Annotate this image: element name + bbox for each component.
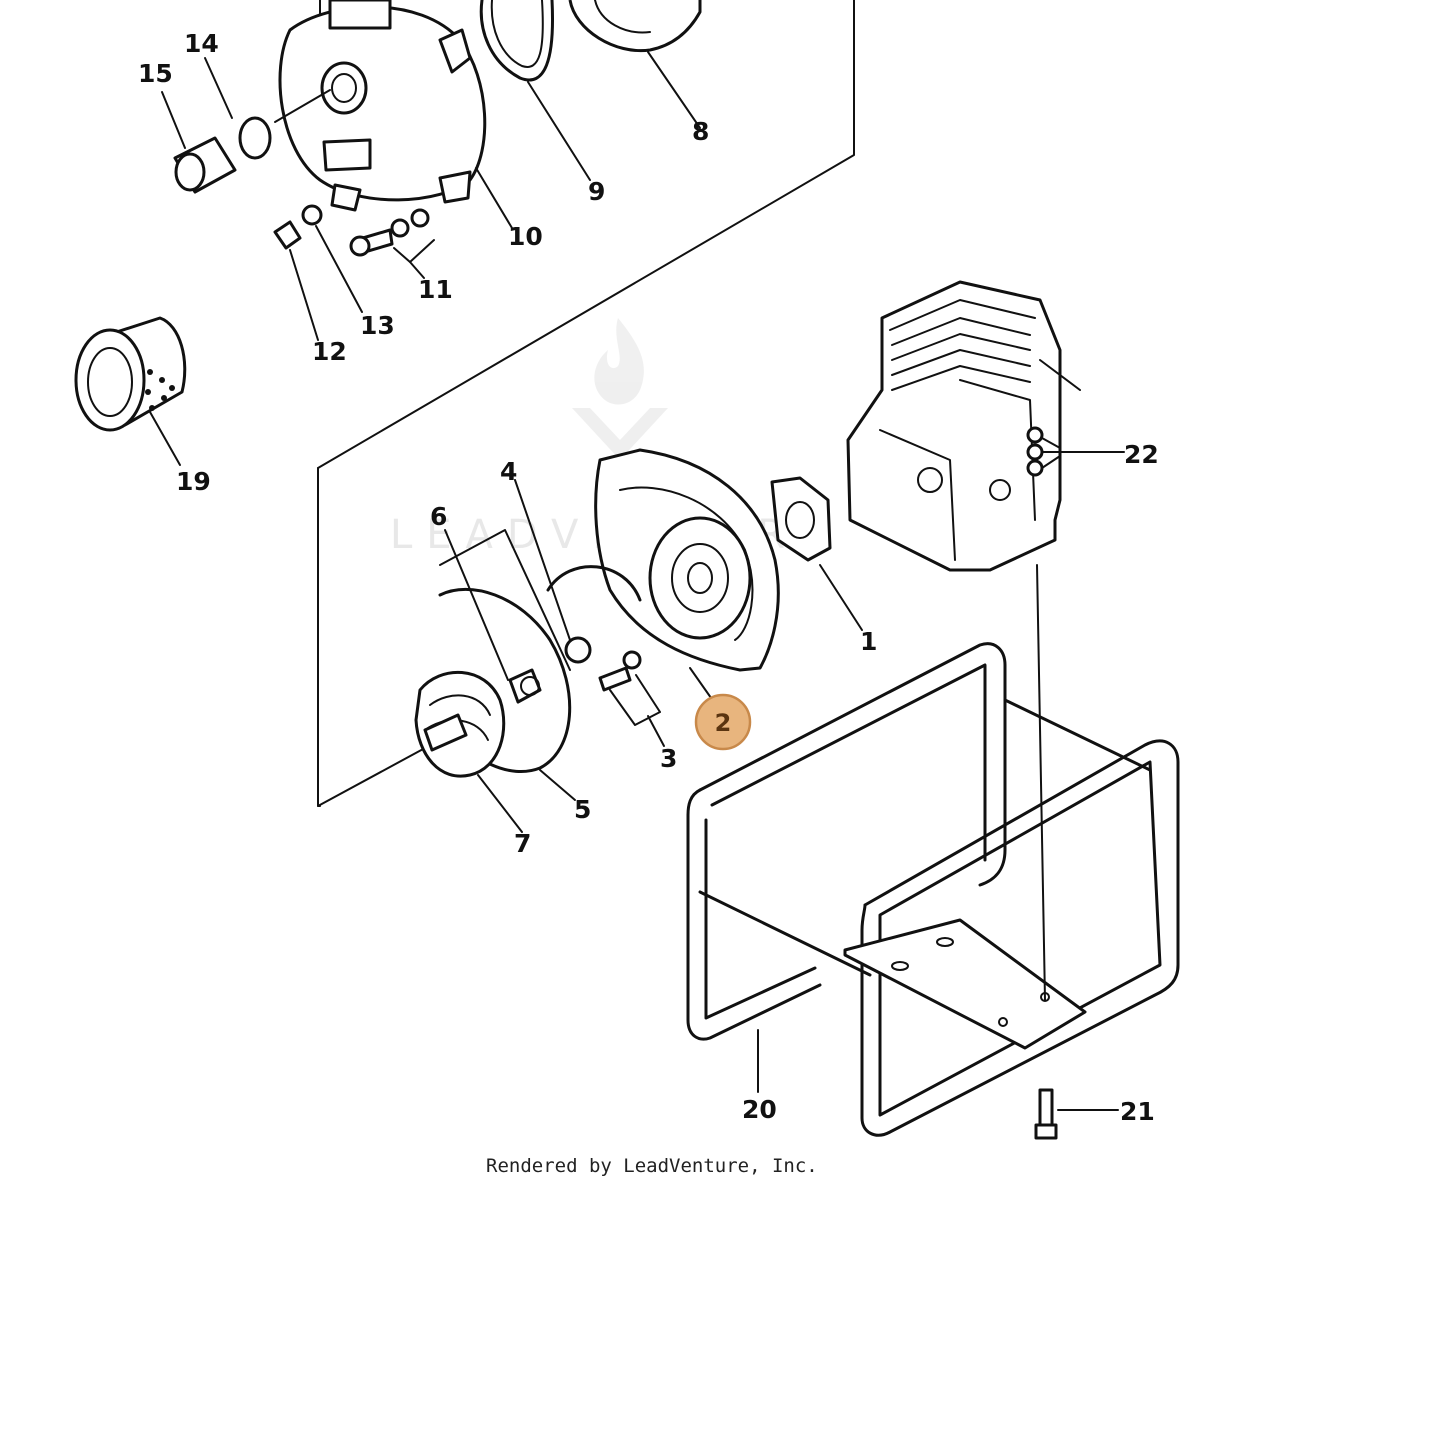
part-5-large-o-ring <box>438 587 576 801</box>
part-20-frame <box>686 642 1180 1137</box>
render-credit: Rendered by LeadVenture, Inc. <box>486 1155 818 1177</box>
watermark-flame-icon <box>594 318 644 405</box>
callout-8[interactable]: 8 <box>692 117 709 146</box>
part-6-seal <box>439 529 571 704</box>
callout-12[interactable]: 12 <box>312 337 347 366</box>
callout-2[interactable]: 2 <box>715 709 732 737</box>
callout-4[interactable]: 4 <box>500 457 517 486</box>
part-3-bolt <box>598 650 665 747</box>
callout-11[interactable]: 11 <box>418 275 453 304</box>
callout-3[interactable]: 3 <box>660 744 677 773</box>
part-12-nut <box>273 220 319 341</box>
part-9-belt <box>479 0 591 181</box>
callout-22[interactable]: 22 <box>1124 440 1159 469</box>
part-22-engine <box>846 280 1125 572</box>
watermark-v-icon <box>572 408 668 460</box>
part-14-o-ring <box>204 57 272 160</box>
highlight-circle <box>694 693 752 751</box>
part-11-bolt-washers <box>349 208 435 279</box>
callout-9[interactable]: 9 <box>588 177 605 206</box>
callout-6[interactable]: 6 <box>430 502 447 531</box>
callout-10[interactable]: 10 <box>508 222 543 251</box>
callout-20[interactable]: 20 <box>742 1095 777 1124</box>
part-2-pump-adapter <box>594 448 780 706</box>
part-19-strainer <box>74 316 187 466</box>
part-21-bolt <box>1034 564 1119 1140</box>
part-7-impeller <box>414 670 523 833</box>
part-10-pump-casing <box>274 0 513 229</box>
callout-7[interactable]: 7 <box>514 829 531 858</box>
part-13-washer <box>301 204 363 313</box>
callout-1[interactable]: 1 <box>860 627 877 656</box>
callout-21[interactable]: 21 <box>1120 1097 1155 1126</box>
callout-13[interactable]: 13 <box>360 311 395 340</box>
callout-15[interactable]: 15 <box>138 59 173 88</box>
part-15-hose-fitting <box>161 91 237 194</box>
callout-14[interactable]: 14 <box>184 29 219 58</box>
callout-2-highlight[interactable]: 2 <box>694 693 752 751</box>
callout-5[interactable]: 5 <box>574 795 591 824</box>
part-1-gasket <box>770 476 863 631</box>
callout-19[interactable]: 19 <box>176 467 211 496</box>
part-8-pulley-housing <box>568 0 702 129</box>
callout-labels: 1 3 4 5 6 7 8 9 10 11 12 13 14 15 19 20 … <box>138 29 1159 1126</box>
part-4-o-ring <box>514 479 642 664</box>
